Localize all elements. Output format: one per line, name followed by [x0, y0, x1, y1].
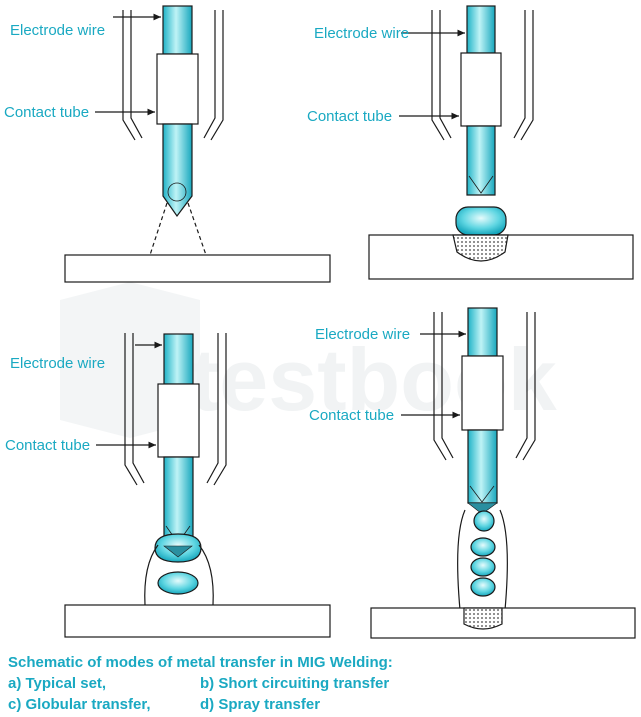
caption: Schematic of modes of metal transfer in …	[8, 652, 633, 715]
electrode-wire	[163, 333, 194, 385]
panel-b-short-circuiting	[368, 5, 634, 280]
contact-tube	[461, 355, 504, 431]
panel-d-electrode-label: Electrode wire	[315, 326, 410, 343]
weld-pool	[452, 234, 509, 262]
electrode-wire	[466, 5, 496, 54]
contact-tube	[460, 52, 502, 127]
electrode-wire	[162, 5, 193, 55]
arc-envelope	[144, 544, 214, 606]
caption-item-c: c) Globular transfer,	[8, 696, 151, 713]
panel-c-globular	[64, 333, 331, 638]
weld-pool	[463, 607, 503, 630]
workpiece-plate	[64, 254, 331, 283]
caption-item-b: b) Short circuiting transfer	[200, 675, 390, 692]
contact-tube	[156, 53, 199, 125]
spray-droplet	[470, 537, 496, 557]
molten-bridge	[455, 206, 507, 236]
panel-a-typical-set	[64, 5, 331, 283]
droplet	[157, 571, 199, 595]
caption-item-a: a) Typical set,	[8, 675, 107, 692]
workpiece-plate	[64, 604, 331, 638]
workpiece-plate	[368, 234, 634, 280]
panel-d-spray	[370, 307, 636, 639]
arc-cone	[149, 202, 207, 256]
panel-c-electrode-label: Electrode wire	[10, 355, 105, 372]
wire-tip	[162, 123, 193, 218]
spray-droplet	[470, 557, 496, 577]
caption-row-1: a) Typical set, b) Short circuiting tran…	[8, 673, 633, 694]
caption-item-d: d) Spray transfer	[200, 696, 321, 713]
caption-row-2: c) Globular transfer, d) Spray transfer	[8, 694, 633, 715]
panel-c-contact-label: Contact tube	[5, 437, 90, 454]
caption-title: Schematic of modes of metal transfer in …	[8, 654, 393, 671]
spray-droplet	[470, 577, 496, 597]
electrode-wire	[467, 307, 498, 357]
panel-b-contact-label: Contact tube	[307, 108, 392, 125]
panel-d-contact-label: Contact tube	[309, 407, 394, 424]
spray-droplet	[473, 510, 495, 532]
workpiece-plate	[370, 607, 636, 639]
metal-transfer-diagram: testbook Electrode wire Contact tube	[4, 5, 636, 639]
contact-tube	[157, 383, 200, 458]
panel-a-electrode-label: Electrode wire	[10, 22, 105, 39]
panel-a-contact-label: Contact tube	[4, 104, 89, 121]
panel-b-electrode-label: Electrode wire	[314, 25, 409, 42]
